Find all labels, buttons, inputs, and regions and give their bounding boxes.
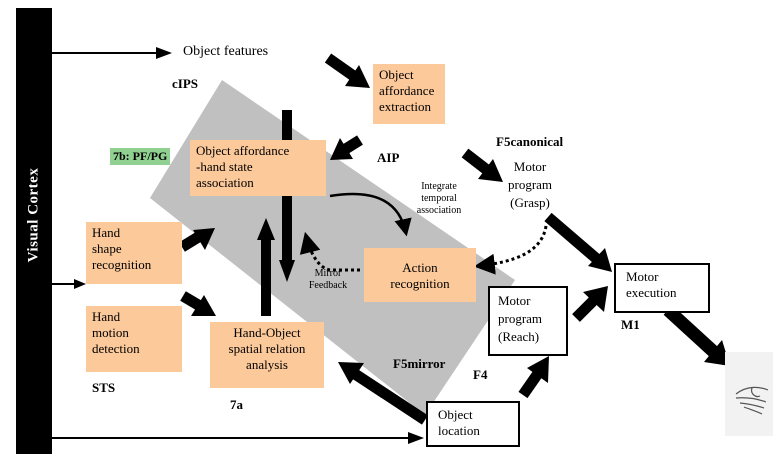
dotted-arrow-grasp-to-action bbox=[473, 225, 548, 275]
motor-execution-box: Motor execution bbox=[614, 263, 710, 313]
motor-program-reach-box: Motor program (Reach) bbox=[488, 286, 568, 356]
aip-label: AIP bbox=[377, 150, 400, 165]
thick-arrow-extraction-to-association bbox=[330, 135, 363, 160]
thick-arrow-shape-to-spatial bbox=[180, 291, 216, 316]
action-recognition-box: Action recognition bbox=[364, 248, 476, 302]
object-features-label: Object features bbox=[183, 44, 269, 59]
thick-arrow-location-to-reach bbox=[518, 356, 549, 399]
hand-motion-detection-box: Hand motion detection bbox=[86, 306, 182, 372]
motor-program-grasp-text: Motor program (Grasp) bbox=[508, 159, 553, 210]
curved-arrow-association-to-action bbox=[329, 192, 412, 237]
thick-arrow-spatial-up bbox=[257, 218, 275, 316]
hand-shape-recognition-box: Hand shape recognition bbox=[86, 222, 182, 284]
integrate-temporal-association-note: Integrate temporal association bbox=[416, 181, 462, 216]
visual-cortex-label: Visual Cortex bbox=[25, 167, 42, 263]
sts-label: STS bbox=[92, 380, 116, 395]
visual-cortex-bar bbox=[16, 8, 52, 454]
hand-icon bbox=[725, 352, 773, 436]
f5canonical-label: F5canonical bbox=[496, 134, 564, 149]
f5mirror-label: F5mirror bbox=[393, 356, 446, 371]
f4-label: F4 bbox=[473, 367, 488, 382]
hand-object-spatial-box: Hand-Object spatial relation analysis bbox=[210, 322, 324, 388]
thick-arrow-features-to-affordance-extraction bbox=[324, 53, 370, 88]
object-affordance-extraction-box: Object affordance extraction bbox=[373, 64, 445, 124]
thick-arrow-location-to-spatial bbox=[338, 362, 429, 425]
thick-arrow-reach-to-execution bbox=[572, 286, 608, 322]
m1-label: M1 bbox=[621, 317, 640, 332]
object-location-box: Object location bbox=[426, 401, 520, 447]
thin-arrow-to-object-location bbox=[52, 432, 424, 444]
object-affordance-hand-state-box: Object affordance -hand state associatio… bbox=[190, 140, 326, 196]
thick-arrow-grasp-to-execution bbox=[544, 212, 612, 272]
thick-arrow-aip-to-grasp bbox=[461, 148, 503, 182]
mirror-feedback-note: Mirror Feedback bbox=[308, 268, 348, 291]
thick-arrow-execution-to-hand bbox=[663, 305, 730, 366]
thin-arrow-to-hand-shape bbox=[52, 279, 86, 289]
thick-arrow-shape-to-association bbox=[179, 228, 215, 252]
dotted-arrow-mirror-feedback bbox=[299, 231, 360, 272]
thin-arrow-to-object-features bbox=[52, 47, 172, 59]
pf-pg-label: 7b: PF/PG bbox=[110, 148, 171, 165]
cips-label: cIPS bbox=[172, 76, 198, 91]
seven-a-label: 7a bbox=[230, 397, 243, 412]
